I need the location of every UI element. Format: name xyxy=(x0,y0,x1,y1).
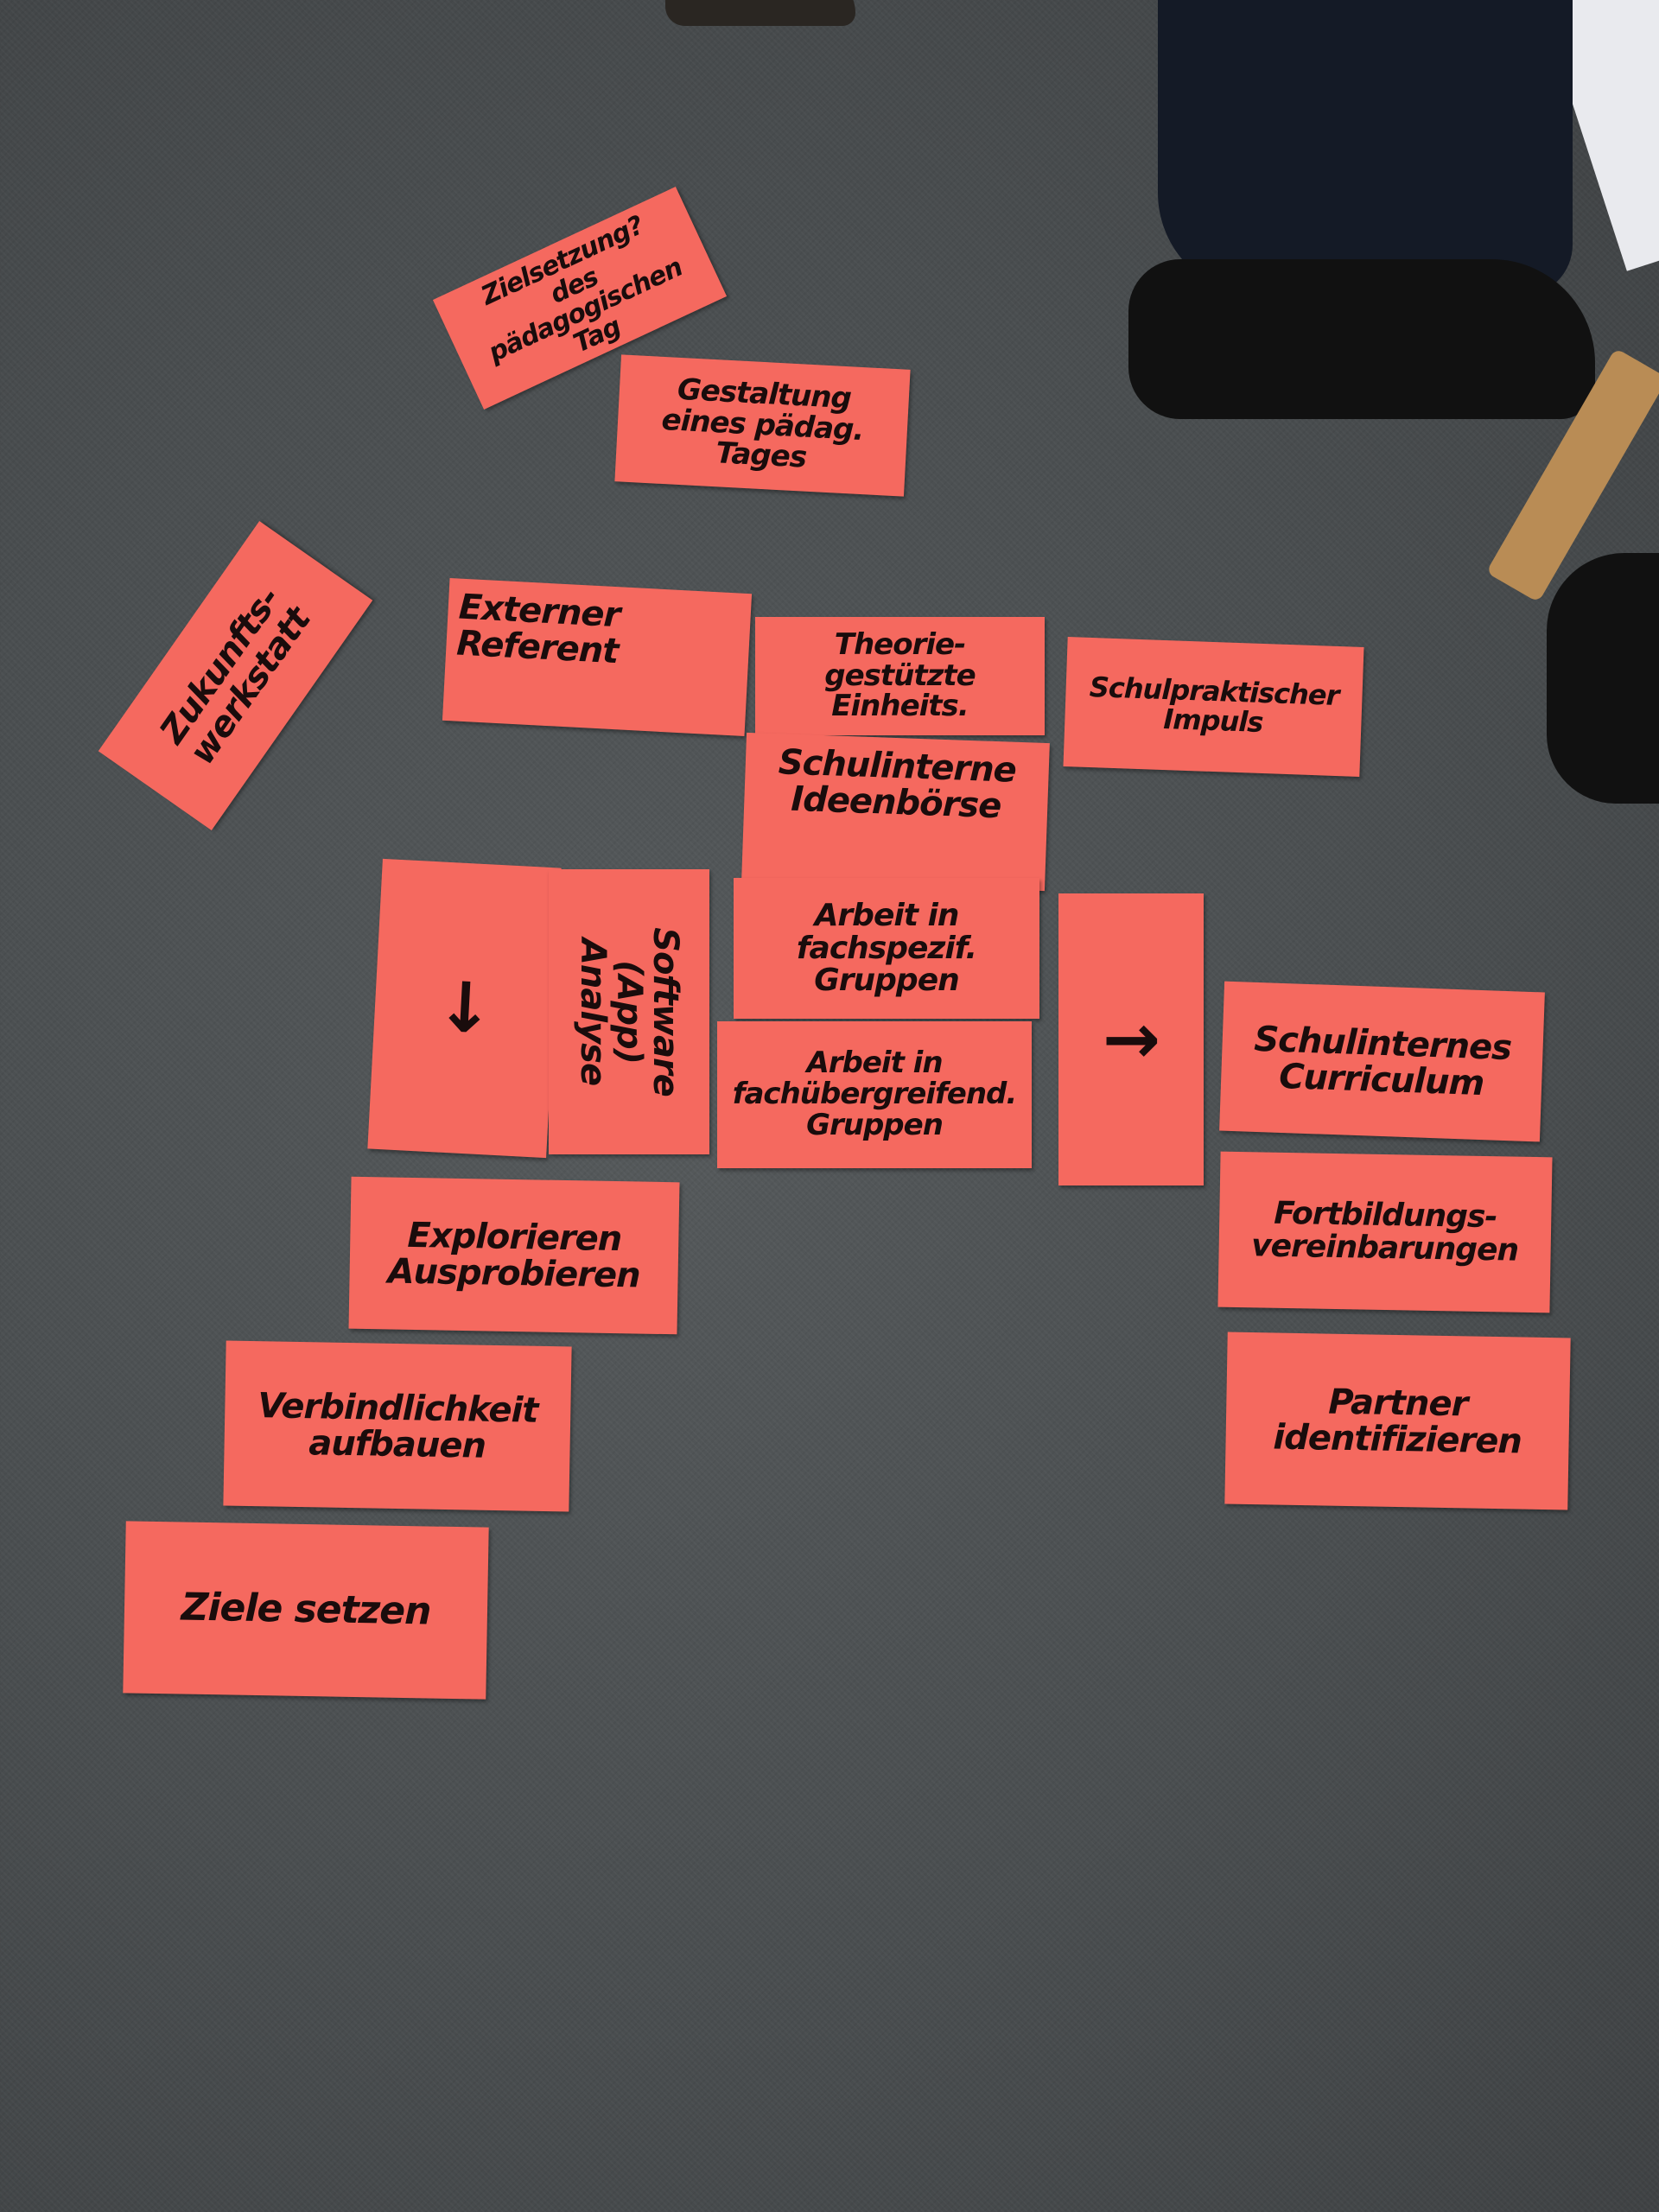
card-curriculum: Schulinternes Curriculum xyxy=(1219,981,1545,1142)
card-text: Verbindlichkeit aufbauen xyxy=(257,1385,538,1466)
card-arrow-right: → xyxy=(1058,893,1204,1185)
shoe-right xyxy=(1547,553,1659,804)
card-schulpraktischer-impuls: Schulpraktischer Impuls xyxy=(1063,637,1364,777)
card-text: Schulinterne Ideenbörse xyxy=(778,742,1017,827)
card-text: Ziele setzen xyxy=(181,1585,431,1634)
card-explorieren: Explorieren Ausprobieren xyxy=(348,1176,680,1335)
card-ziele-setzen: Ziele setzen xyxy=(123,1521,489,1700)
person-legs xyxy=(1158,0,1573,296)
card-text: Schulinternes Curriculum xyxy=(1253,1019,1512,1103)
arrow-right-icon: → xyxy=(1102,999,1160,1079)
shoe-top xyxy=(665,0,855,26)
arrow-down-icon: ↓ xyxy=(434,966,495,1050)
card-text: Gestaltung eines pädag. Tages xyxy=(660,372,865,476)
card-text: Schulpraktischer Impuls xyxy=(1089,671,1340,739)
card-verbindlichkeit: Verbindlichkeit aufbauen xyxy=(223,1340,572,1512)
card-software-analyse: Software (App) Analyse xyxy=(549,869,709,1154)
card-gestaltung: Gestaltung eines pädag. Tages xyxy=(614,354,911,497)
card-externer-referent: Externer Referent xyxy=(442,577,753,737)
card-text: Explorieren Ausprobieren xyxy=(387,1215,640,1296)
card-text: Software (App) Analyse xyxy=(573,927,685,1096)
card-ideenboerse: Schulinterne Ideenbörse xyxy=(741,732,1050,892)
card-fachspezifisch: Arbeit in fachspezif. Gruppen xyxy=(734,878,1039,1019)
shoe-left xyxy=(1128,259,1595,419)
card-theorie: Theorie- gestützte Einheits. xyxy=(755,617,1045,735)
card-text: Fortbildungs- vereinbarungen xyxy=(1250,1195,1519,1268)
card-text: Externer Referent xyxy=(455,587,621,672)
card-partner: Partner identifizieren xyxy=(1224,1332,1571,1510)
card-text: Arbeit in fachübergreifend. Gruppen xyxy=(732,1046,1018,1142)
card-arrow-down: ↓ xyxy=(367,858,562,1159)
card-fortbildung: Fortbildungs- vereinbarungen xyxy=(1217,1151,1553,1313)
card-text: Theorie- gestützte Einheits. xyxy=(824,626,976,724)
card-text: Partner identifizieren xyxy=(1273,1382,1522,1462)
card-fachuebergreifend: Arbeit in fachübergreifend. Gruppen xyxy=(717,1021,1032,1168)
card-text: Arbeit in fachspezif. Gruppen xyxy=(796,897,977,999)
